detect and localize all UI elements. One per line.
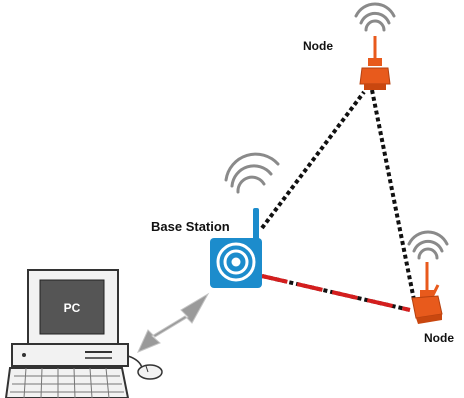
desktop-computer-icon (4, 269, 130, 398)
wireless-signal-icon (354, 2, 396, 32)
base-station: Base Station (151, 152, 280, 288)
base-station-label: Base Station (151, 219, 230, 234)
wireless-base-station-icon (210, 208, 262, 288)
bidirectional-arrow-icon (137, 292, 210, 353)
pc-label: PC (64, 301, 81, 315)
sensor-node-icon (411, 262, 443, 324)
link-top-node-to-right-node (370, 89, 416, 301)
pc: PC (4, 269, 163, 398)
pc-screen (39, 279, 105, 335)
wireless-signal-icon (407, 230, 449, 260)
top-node: Node (303, 2, 396, 90)
top-node-label: Node (303, 39, 333, 53)
network-links (260, 89, 416, 312)
right-node: Node (407, 230, 454, 345)
link-base-to-right-node-active (261, 274, 411, 312)
sensor-node-icon (359, 36, 391, 90)
right-node-label: Node (424, 331, 454, 345)
mouse-icon (127, 355, 163, 380)
link-base-to-top-node (260, 90, 366, 230)
wireless-signal-icon (224, 152, 280, 194)
